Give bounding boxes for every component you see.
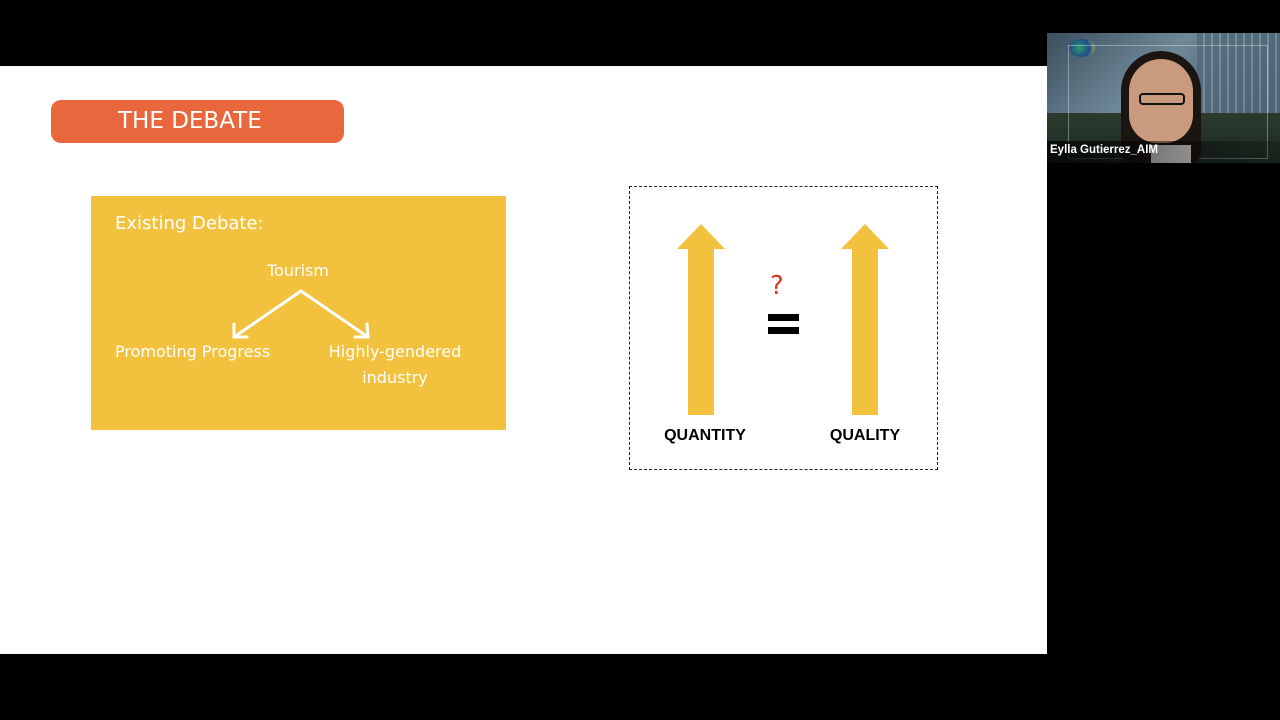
tourism-label: Tourism — [267, 261, 329, 280]
right-branch-line — [299, 289, 367, 337]
left-branch-arrowhead — [232, 322, 249, 339]
equals-icon — [768, 314, 799, 334]
debate-box: Existing Debate: Tourism Promoting Progr… — [91, 196, 506, 430]
left-branch-line — [235, 289, 303, 337]
quantity-arrow-icon — [677, 224, 725, 415]
question-mark-icon: ? — [770, 271, 784, 301]
highly-gendered-label: Highly-gendered industry — [328, 342, 462, 387]
quality-arrow-icon — [841, 224, 889, 415]
name-tag-background — [1047, 141, 1280, 163]
participant-name: Eylla Gutierrez_AIM — [1050, 144, 1159, 156]
presentation-slide: THE DEBATE Existing Debate: Tourism Prom… — [0, 66, 1047, 654]
aim-logo-icon — [1069, 39, 1095, 57]
participant-video-tile[interactable]: Eylla Gutierrez_AIM — [1047, 33, 1280, 163]
slide-title: THE DEBATE — [51, 100, 344, 143]
quantity-label: QUANTITY — [664, 427, 746, 444]
debate-heading: Existing Debate: — [115, 213, 264, 234]
branch-arrows — [232, 289, 370, 339]
comparison-box: ? QUANTITY QUALITY — [629, 186, 938, 470]
promoting-progress-label: Promoting Progress — [115, 342, 271, 361]
right-branch-arrowhead — [353, 322, 370, 339]
speaker-glasses — [1139, 93, 1185, 105]
quality-label: QUALITY — [829, 427, 901, 444]
